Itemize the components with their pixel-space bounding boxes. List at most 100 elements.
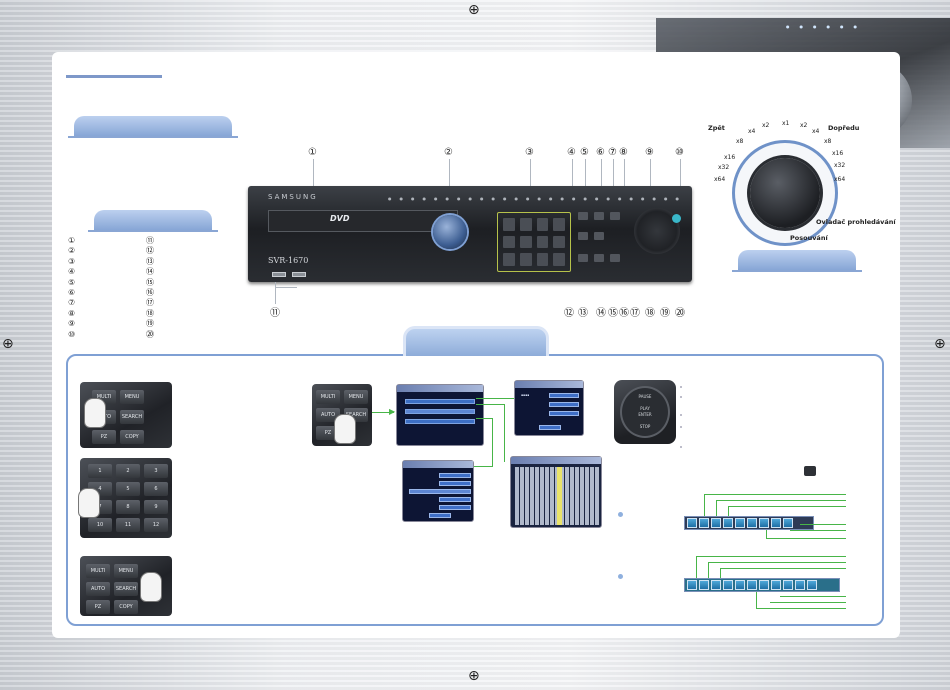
label-shuttle: Ovladač prohledávání bbox=[816, 218, 896, 226]
model-label: SVR-1670 bbox=[268, 256, 309, 265]
search-toolbar bbox=[684, 516, 814, 530]
callout-3: ③ bbox=[525, 147, 534, 158]
registration-mark-icon: ⊕ bbox=[468, 2, 480, 18]
dvd-tray[interactable] bbox=[268, 210, 458, 232]
ok-button[interactable] bbox=[429, 513, 451, 518]
callout-17: ⑰ bbox=[630, 308, 640, 319]
registration-mark-icon: ⊕ bbox=[2, 336, 14, 352]
zoom-icon[interactable] bbox=[759, 580, 769, 590]
rewind-icon[interactable] bbox=[687, 518, 697, 528]
dvd-logo: DVD bbox=[330, 214, 350, 223]
function-button[interactable] bbox=[578, 212, 588, 220]
audio-icon[interactable] bbox=[747, 518, 757, 528]
fast-forward-icon[interactable] bbox=[747, 580, 757, 590]
channel-leds: ●●●●●●●●●●●●●●●●●●●●●●●●●● bbox=[388, 196, 679, 201]
hand-pointer-icon bbox=[84, 398, 106, 428]
play-icon[interactable] bbox=[711, 518, 721, 528]
callout-2: ② bbox=[444, 147, 453, 158]
hand-pointer-icon bbox=[334, 414, 356, 444]
callout-1: ① bbox=[308, 147, 317, 158]
jog-dial[interactable] bbox=[433, 215, 467, 249]
callout-9: ⑨ bbox=[645, 147, 654, 158]
callout-16: ⑯ bbox=[619, 308, 629, 319]
photo-menu-key: MULTI MENU AUTO SEARCH PZ bbox=[312, 384, 372, 446]
status-leds: ●●●●●● bbox=[786, 24, 857, 29]
schedule-screen bbox=[510, 456, 602, 528]
menu-screen-setup: ▪▪▪▪ bbox=[514, 380, 584, 436]
section-tab-front-panel bbox=[68, 116, 238, 138]
function-button[interactable] bbox=[594, 212, 604, 220]
menu-row[interactable] bbox=[405, 399, 475, 404]
callout-10: ⑩ bbox=[675, 147, 684, 158]
play-icon[interactable] bbox=[723, 580, 733, 590]
label-back: Zpět bbox=[708, 124, 725, 132]
pause-icon[interactable] bbox=[711, 580, 721, 590]
legend-column-1: ① ② ③ ④ ⑤ ⑥ ⑦ ⑧ ⑨ ⑩ bbox=[68, 236, 76, 339]
callout-5: ⑤ bbox=[580, 147, 589, 158]
navigation-ring[interactable] bbox=[620, 386, 670, 438]
hand-pointer-icon bbox=[140, 572, 162, 602]
callout-6: ⑥ bbox=[596, 147, 605, 158]
ok-button[interactable] bbox=[539, 425, 561, 430]
search-icon[interactable] bbox=[771, 518, 781, 528]
function-button[interactable] bbox=[610, 212, 620, 220]
menu-row[interactable] bbox=[405, 419, 475, 424]
speed-x1: x1 bbox=[782, 120, 790, 127]
brand-logo: SAMSUNG bbox=[268, 193, 318, 201]
menu-screen-main bbox=[396, 384, 484, 446]
callout-8: ⑧ bbox=[619, 147, 628, 158]
hand-pointer-icon bbox=[78, 488, 100, 518]
callout-19: ⑲ bbox=[660, 308, 670, 319]
shuttle-dial-diagram: Zpět Dopředu x1 x2 x4 x8 x16 x32 x64 x2 … bbox=[708, 120, 896, 250]
function-button[interactable] bbox=[578, 232, 588, 240]
rewind-icon[interactable] bbox=[687, 580, 697, 590]
callout-4: ④ bbox=[567, 147, 576, 158]
usb-port-1[interactable] bbox=[272, 272, 286, 277]
power-button[interactable] bbox=[672, 214, 681, 223]
function-button[interactable] bbox=[594, 254, 604, 262]
copy-icon[interactable] bbox=[783, 580, 793, 590]
audio-icon[interactable] bbox=[771, 580, 781, 590]
photo-function-keys-2: MULTI MENU AUTO SEARCH PZ COPY bbox=[80, 556, 172, 616]
copy-icon[interactable] bbox=[759, 518, 769, 528]
callout-20: ⑳ bbox=[675, 308, 685, 319]
section-tab-usage bbox=[403, 326, 549, 356]
registration-mark-icon: ⊕ bbox=[468, 668, 480, 684]
dvr-front-panel: SAMSUNG ●●●●●●●●●●●●●●●●●●●●●●●●●● DVD S… bbox=[248, 186, 692, 282]
callout-18: ⑱ bbox=[645, 308, 655, 319]
pause-icon[interactable] bbox=[699, 518, 709, 528]
step-forward-icon[interactable] bbox=[735, 580, 745, 590]
section-tab-jog bbox=[732, 250, 862, 272]
callout-13: ⑬ bbox=[578, 308, 588, 319]
step-back-icon[interactable] bbox=[699, 580, 709, 590]
registration-mark-icon: ⊕ bbox=[934, 336, 946, 352]
label-forward: Dopředu bbox=[828, 124, 860, 132]
function-button[interactable] bbox=[610, 254, 620, 262]
callout-12: ⑫ bbox=[564, 308, 574, 319]
callout-15: ⑮ bbox=[608, 308, 618, 319]
search-icon[interactable] bbox=[795, 580, 805, 590]
jog-center[interactable] bbox=[750, 158, 820, 228]
frame-icon[interactable] bbox=[723, 518, 733, 528]
callout-11: ⑪ bbox=[270, 308, 280, 319]
exit-icon[interactable] bbox=[783, 518, 793, 528]
photo-numpad: 1 2 3 4 5 6 7 8 9 10 11 12 bbox=[78, 458, 172, 538]
legend-column-2: ⑪ ⑫ ⑬ ⑭ ⑮ ⑯ ⑰ ⑱ ⑲ ⑳ bbox=[146, 236, 154, 339]
title-underline bbox=[66, 75, 162, 78]
channel-keypad[interactable] bbox=[497, 212, 571, 272]
callout-7: ⑦ bbox=[608, 147, 617, 158]
playback-toolbar bbox=[684, 578, 840, 592]
zoom-icon[interactable] bbox=[735, 518, 745, 528]
function-button[interactable] bbox=[594, 232, 604, 240]
menu-row[interactable] bbox=[405, 409, 475, 414]
callout-14: ⑭ bbox=[596, 308, 606, 319]
menu-screen-detail bbox=[402, 460, 474, 522]
photo-navigation-keys: PAUSE PLAY ENTER STOP bbox=[614, 380, 676, 444]
usb-port-2[interactable] bbox=[292, 272, 306, 277]
exit-icon[interactable] bbox=[807, 580, 817, 590]
function-button[interactable] bbox=[578, 254, 588, 262]
section-tab-legend bbox=[88, 210, 218, 232]
label-move: Posouvání bbox=[790, 234, 828, 242]
key-icon bbox=[804, 466, 816, 476]
photo-function-keys: MULTI MENU AUTO SEARCH PZ COPY bbox=[80, 382, 172, 448]
